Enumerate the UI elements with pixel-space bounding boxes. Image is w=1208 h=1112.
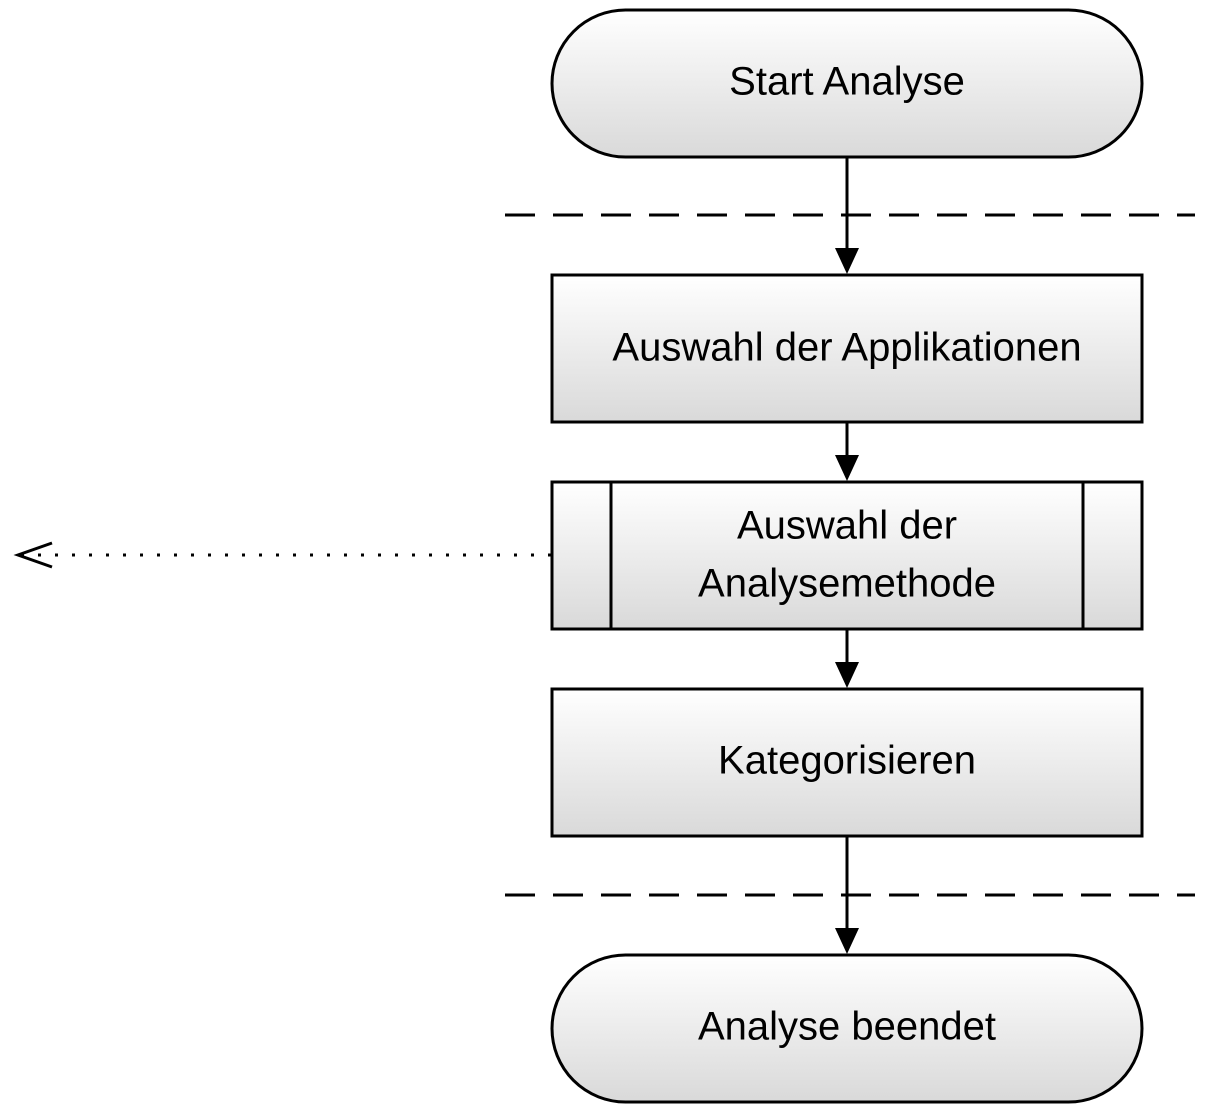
select-method-label-line1: Auswahl der [737, 504, 957, 548]
end-label: Analyse beendet [698, 1005, 996, 1049]
select-method-label-line2: Analysemethode [698, 562, 996, 606]
end-terminator: Analyse beendet [550, 953, 1144, 1104]
categorize-process: Kategorisieren [550, 687, 1144, 838]
start-terminator: Start Analyse [550, 8, 1144, 159]
start-label: Start Analyse [729, 60, 965, 104]
select-applications-process: Auswahl der Applikationen [550, 273, 1144, 424]
edge-categorize-to-end [835, 836, 859, 954]
edge-select-apps-to-select-method [835, 422, 859, 481]
edge-start-to-select-apps [835, 157, 859, 274]
select-method-predefined-process: Auswahl der Analysemethode [550, 480, 1144, 631]
categorize-label: Kategorisieren [718, 739, 976, 783]
edge-select-method-to-categorize [835, 629, 859, 688]
select-applications-label: Auswahl der Applikationen [612, 326, 1081, 370]
edge-select-method-to-external-left [13, 541, 551, 569]
